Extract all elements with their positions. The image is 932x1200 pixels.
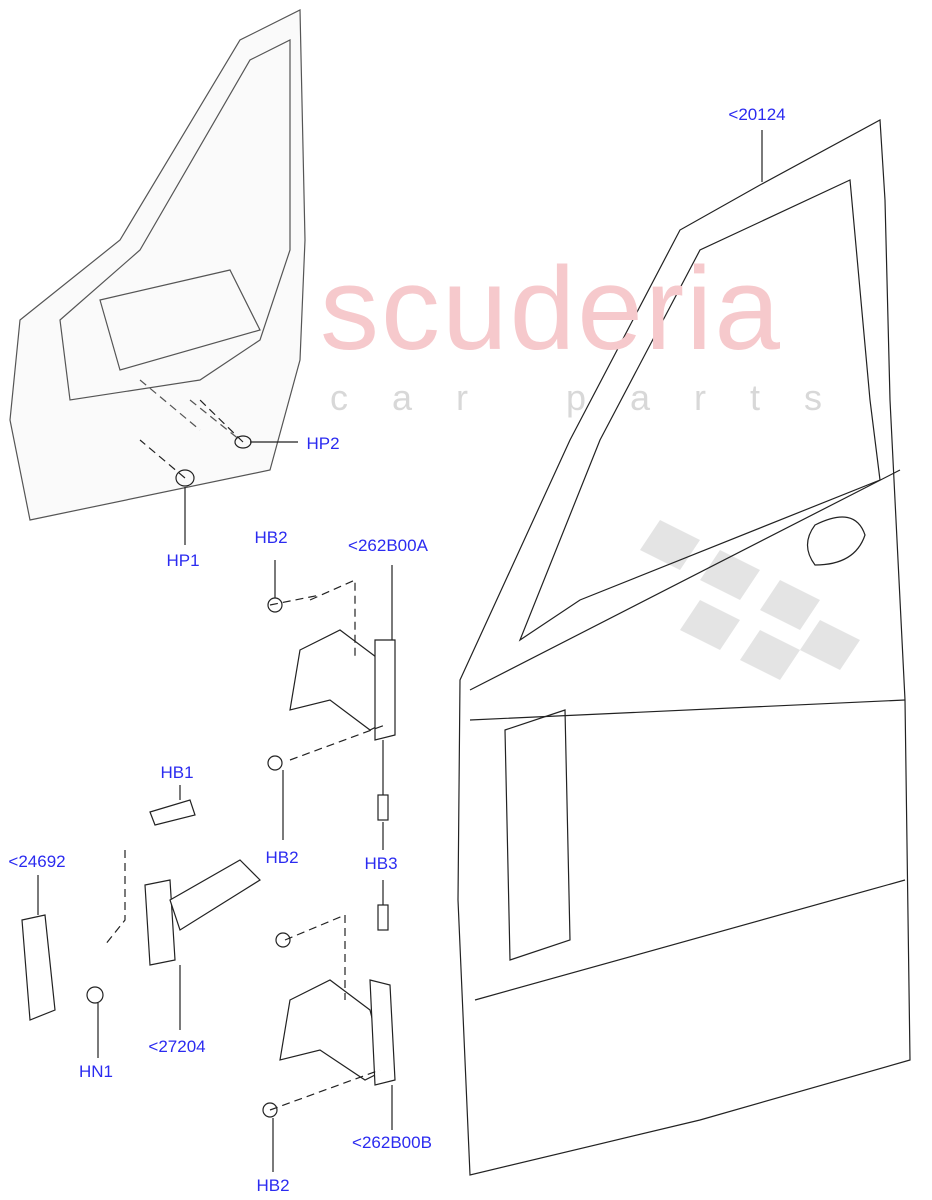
callout-upper-hinge: <262B00A	[348, 536, 428, 555]
outer-door-shell	[457, 119, 911, 1176]
callout-door-shell: <20124	[728, 105, 786, 124]
callout-cover: <24692	[8, 852, 66, 871]
cover	[21, 875, 56, 1021]
watermark-sub: car parts	[330, 377, 867, 418]
upper-hinge	[267, 560, 396, 840]
callout-hb2-top: HB2	[254, 528, 288, 547]
callout-hb1: HB1	[160, 763, 194, 782]
lower-hinge	[262, 914, 396, 1172]
callout-hb2-mid: HB2	[265, 848, 299, 867]
callout-lower-hinge: <262B00B	[352, 1133, 432, 1152]
hb3-bolts	[377, 740, 389, 931]
check-strap	[86, 785, 261, 1058]
plugs	[139, 399, 298, 545]
watermark-checker	[640, 520, 860, 680]
callout-hp2: HP2	[306, 434, 340, 453]
callout-hn1: HN1	[78, 1062, 114, 1081]
callout-hb3: HB3	[364, 854, 398, 873]
callout-hp1: HP1	[166, 551, 200, 570]
callout-hb2-bottom: HB2	[256, 1176, 290, 1195]
inner-door-panel	[9, 9, 306, 521]
callout-check-strap: <27204	[148, 1037, 206, 1056]
watermark-brand: scuderia	[320, 243, 783, 375]
